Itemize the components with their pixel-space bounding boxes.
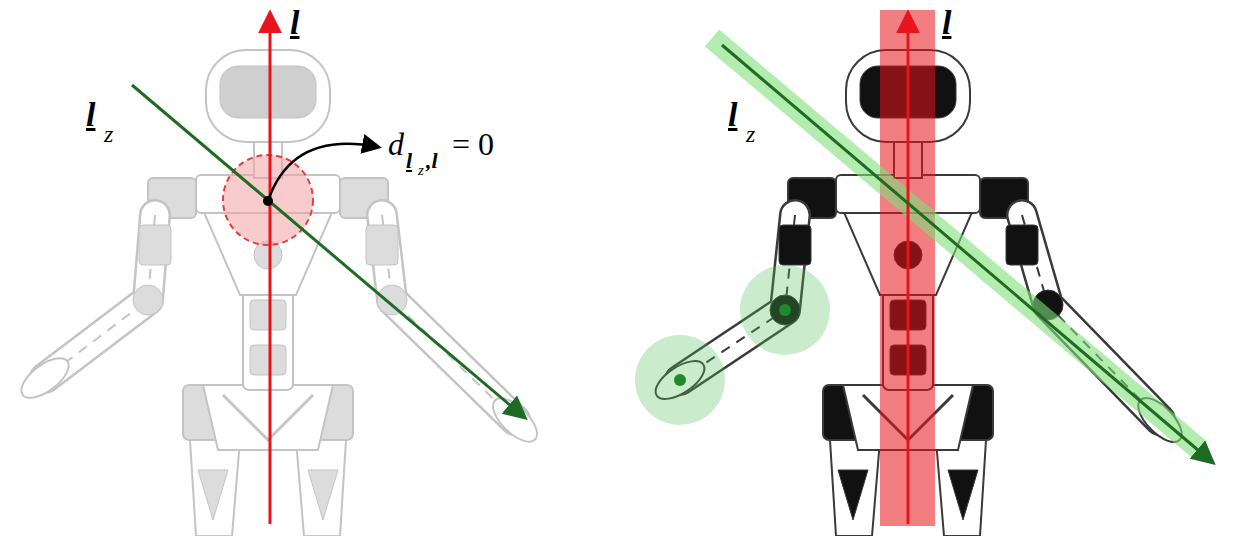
robot-spine-motor — [250, 345, 286, 375]
vector-label: l — [942, 6, 951, 40]
robot-left-faded — [15, 50, 544, 536]
robot-spine-motor — [250, 300, 286, 330]
robot-elbow-motor — [133, 285, 163, 315]
robot-thigh — [190, 440, 240, 536]
robot-thigh-cutout — [198, 470, 228, 520]
robot-thigh — [830, 440, 880, 536]
robot-elbow-motor — [377, 285, 407, 315]
subscript-vector: ,l — [426, 150, 438, 172]
robot-hand — [486, 391, 544, 449]
line-lz-arrow — [132, 85, 524, 417]
hand-point — [674, 374, 686, 386]
line-lz-arrow — [722, 45, 1212, 462]
line-l-arrow — [269, 14, 272, 524]
robot-abdomen — [243, 290, 293, 390]
line-l-arrow — [907, 14, 910, 524]
robot-thigh-cutout — [948, 470, 978, 520]
subscript: z — [104, 122, 113, 146]
robot-arm-frame — [382, 215, 515, 420]
equation-value: = 0 — [452, 128, 494, 160]
vector-label: l — [728, 98, 737, 132]
robot-upper-arm-motor — [1006, 225, 1038, 265]
vector-label: l — [290, 6, 299, 40]
subscript: z — [418, 163, 424, 178]
robot-face-screen — [220, 66, 316, 118]
robot-upper-arm-motor — [366, 225, 398, 265]
subscript-vector: l — [406, 150, 412, 172]
robot-thigh-cutout — [308, 470, 338, 520]
vector-label: l — [86, 98, 95, 132]
distance-symbol: d — [388, 128, 404, 160]
robot-thigh — [936, 440, 986, 536]
robot-pelvis-frame — [223, 395, 313, 440]
robot-upper-arm-motor — [779, 225, 811, 265]
robot-thigh — [296, 440, 346, 536]
subscript: z — [746, 122, 755, 146]
robot-head — [206, 50, 330, 142]
robot-arm — [382, 215, 515, 420]
callout-arrow — [268, 144, 378, 201]
hand-region — [635, 335, 725, 425]
robot-upper-arm-motor — [139, 225, 171, 265]
elbow-point — [779, 304, 791, 316]
elbow-region — [740, 265, 830, 355]
robot-hand — [15, 351, 75, 406]
robot-arm-outline — [382, 215, 515, 420]
robot-pelvis — [203, 385, 333, 450]
robot-thigh-cutout — [838, 470, 868, 520]
line-l-band — [880, 10, 935, 526]
